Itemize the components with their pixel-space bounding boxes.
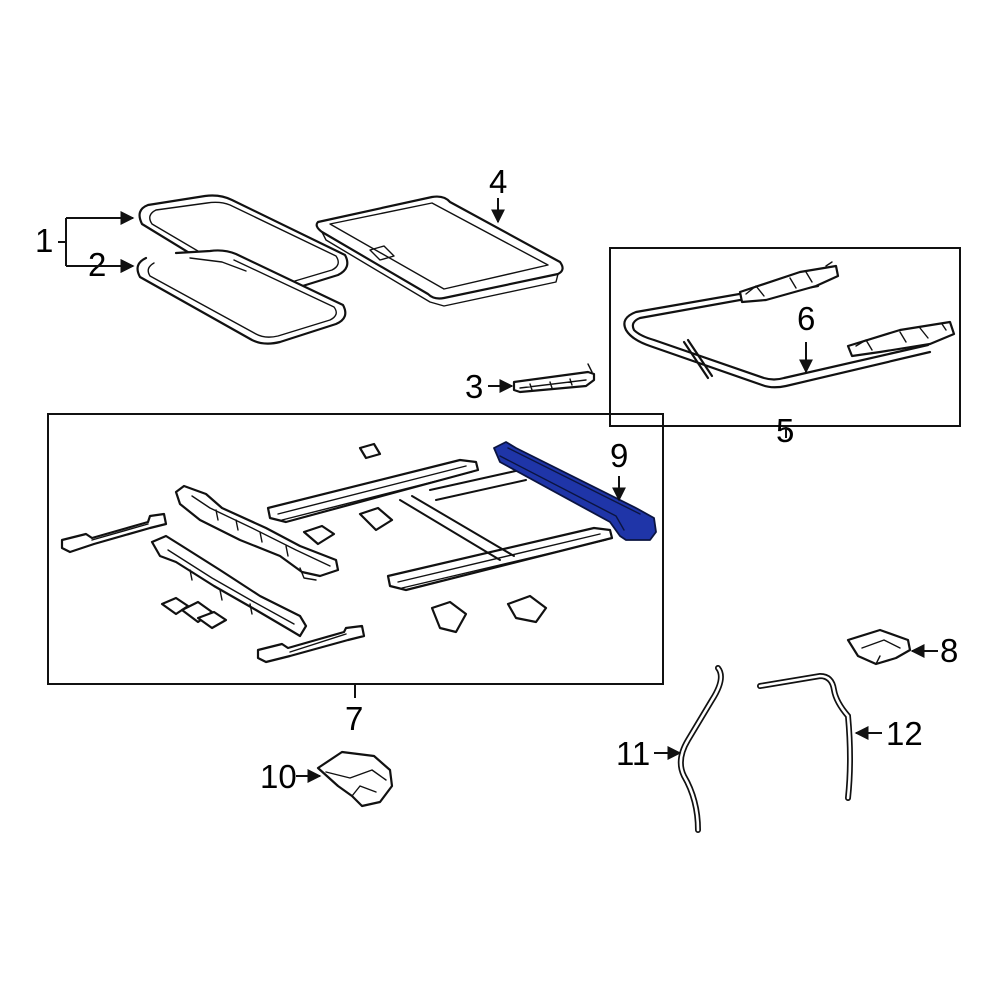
svg-text:10: 10 — [260, 758, 297, 795]
callout-4: 4 — [489, 163, 507, 200]
svg-text:1: 1 — [35, 222, 53, 259]
svg-text:4: 4 — [489, 163, 507, 200]
svg-text:2: 2 — [88, 246, 106, 283]
callout-9: 9 — [610, 437, 628, 474]
frame-assembly-parts[interactable] — [60, 442, 614, 664]
callout-8: 8 — [940, 632, 958, 669]
callout-6: 6 — [797, 300, 815, 337]
drain-hose-part-2[interactable] — [757, 672, 853, 801]
highlighted-rear-rail-part[interactable] — [493, 441, 657, 541]
svg-text:12: 12 — [886, 715, 923, 752]
svg-text:8: 8 — [940, 632, 958, 669]
callout-10: 10 — [260, 758, 297, 795]
callout-11: 11 — [616, 735, 650, 772]
bracket-part[interactable] — [846, 628, 912, 666]
callout-1: 1 — [35, 222, 53, 259]
deflector-part[interactable] — [512, 363, 596, 394]
svg-text:11: 11 — [616, 735, 650, 772]
callout-7: 7 — [345, 700, 363, 737]
motor-part[interactable] — [316, 750, 394, 808]
callout-12: 12 — [886, 715, 923, 752]
sunshade-part[interactable] — [315, 195, 564, 307]
svg-text:6: 6 — [797, 300, 815, 337]
callout-2: 2 — [88, 246, 106, 283]
svg-text:9: 9 — [610, 437, 628, 474]
svg-text:3: 3 — [465, 368, 483, 405]
glass-frame-part[interactable] — [136, 249, 347, 345]
svg-text:7: 7 — [345, 700, 363, 737]
drive-cable-part[interactable] — [623, 261, 956, 389]
callout-3: 3 — [465, 368, 483, 405]
drain-hose-part[interactable] — [677, 665, 724, 833]
